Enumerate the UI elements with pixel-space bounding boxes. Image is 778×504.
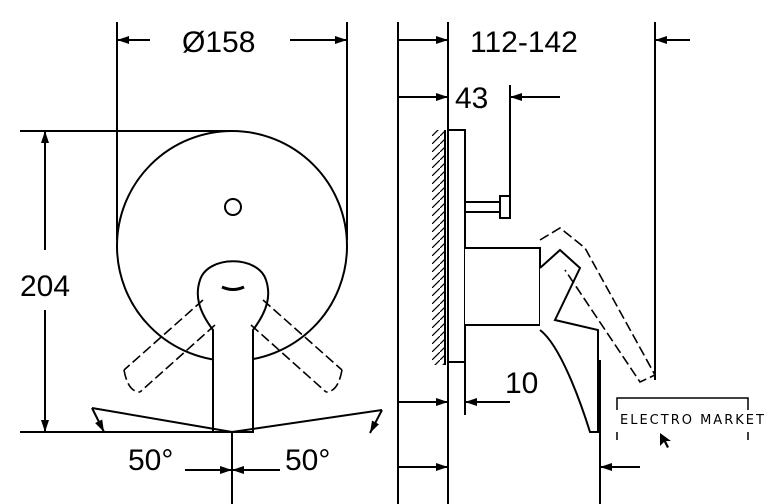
diverter-hole — [224, 198, 242, 216]
wall-hatch — [432, 130, 445, 365]
diverter-pin — [465, 195, 511, 219]
angle-right: 50° — [285, 444, 330, 477]
valve-body — [465, 247, 541, 326]
lever-handle — [196, 260, 270, 433]
side-plate — [447, 129, 466, 363]
dim-height: 204 — [20, 270, 70, 303]
dim-plate-to-pin: 43 — [455, 82, 488, 115]
dim-diameter: Ø158 — [182, 26, 255, 59]
front-view — [20, 22, 383, 504]
cursor-icon — [660, 433, 671, 448]
watermark-brand: ELECTRO MARKET — [620, 413, 766, 428]
angle-left: 50° — [128, 444, 173, 477]
dim-plate-offset: 10 — [505, 367, 538, 400]
side-lever — [539, 248, 599, 433]
watermark-frame — [616, 397, 749, 410]
dim-depth-range: 112-142 — [470, 26, 578, 59]
side-view — [397, 22, 690, 504]
